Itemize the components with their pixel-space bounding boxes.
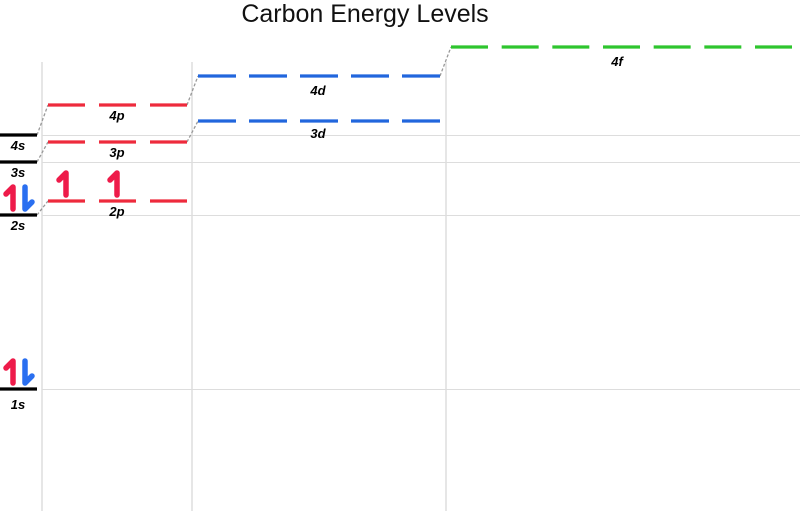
electron-2p-2-up <box>107 170 120 198</box>
electron-1s-1-up <box>3 358 16 386</box>
level-label-3d: 3d <box>310 126 326 141</box>
electrons <box>3 170 120 386</box>
electron-2p-1-up <box>56 170 69 198</box>
level-label-4s: 4s <box>10 138 25 153</box>
level-label-4f: 4f <box>610 54 624 69</box>
electron-2s-1-up <box>3 184 16 212</box>
level-label-4d: 4d <box>309 83 326 98</box>
diagram-title: Carbon Energy Levels <box>241 0 488 28</box>
level-label-3s: 3s <box>11 165 25 180</box>
level-label-2s: 2s <box>10 218 25 233</box>
gridlines <box>41 62 800 511</box>
level-label-3p: 3p <box>109 145 124 160</box>
electron-2s-1-down <box>22 184 35 212</box>
connector-2s-2p <box>36 200 49 216</box>
level-connectors <box>36 46 452 216</box>
orbital-levels: 1s 2s 3s 4s 2p 3p 4p 3d 4d 4f <box>0 45 792 412</box>
level-label-2p: 2p <box>108 204 124 219</box>
connector-4p-4d <box>186 75 199 106</box>
electron-1s-1-down <box>22 358 35 386</box>
connector-4d-4f <box>439 46 452 77</box>
connector-3p-3d <box>186 120 199 143</box>
level-label-4p: 4p <box>108 108 124 123</box>
connector-3s-3p <box>36 141 49 163</box>
level-label-1s: 1s <box>11 397 25 412</box>
connector-4s-4p <box>36 104 49 136</box>
